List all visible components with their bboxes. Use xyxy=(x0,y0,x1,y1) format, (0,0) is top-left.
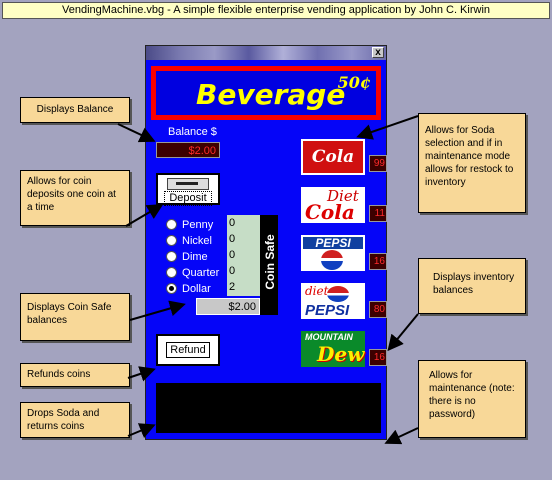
coin-safe-total: $2.00 xyxy=(196,298,260,315)
note-inventory-balances: Displays inventory balances xyxy=(418,258,526,314)
diet-pepsi-logo-top: diet xyxy=(305,284,329,298)
pepsi-logo: PEPSI xyxy=(303,237,363,249)
mountain-dew-logo-top: MOUNTAIN xyxy=(305,332,353,342)
mountain-dew-logo-bottom: Dew xyxy=(317,342,365,366)
radio-selected-icon[interactable] xyxy=(166,283,177,294)
soda-button-cola[interactable]: Cola xyxy=(301,139,365,175)
diet-cola-logo-bottom: Cola xyxy=(305,200,355,224)
inventory-diet-cola: 11 xyxy=(369,205,387,222)
coin-option-dollar[interactable]: Dollar xyxy=(166,281,226,297)
coin-label: Dollar xyxy=(182,283,211,295)
coin-safe-label: Coin Safe xyxy=(263,234,277,290)
banner-title: Beverage xyxy=(196,78,346,111)
arrow-maintenance xyxy=(384,427,419,445)
diet-pepsi-logo-bottom: PEPSI xyxy=(305,302,350,319)
deposit-button[interactable]: Deposit xyxy=(156,173,220,206)
balance-display: $2.00 xyxy=(156,142,220,158)
vending-window: x Beverage 50¢ Balance $ $2.00 Deposit P… xyxy=(145,45,387,440)
radio-icon[interactable] xyxy=(166,235,177,246)
close-button[interactable]: x xyxy=(372,47,384,58)
coin-label: Dime xyxy=(182,251,208,263)
app-caption: VendingMachine.vbg - A simple flexible e… xyxy=(2,2,550,19)
coin-option-nickel[interactable]: Nickel xyxy=(166,233,226,249)
coin-label: Nickel xyxy=(182,235,212,247)
coin-option-penny[interactable]: Penny xyxy=(166,217,226,233)
pepsi-globe-icon xyxy=(321,250,343,270)
coin-count-quarter: 0 xyxy=(229,265,236,277)
note-refunds-coins: Refunds coins xyxy=(20,363,130,387)
coin-label: Penny xyxy=(182,219,214,231)
coin-count-dollar: 2 xyxy=(229,281,236,293)
coin-safe-label-bar: Coin Safe xyxy=(260,215,278,315)
note-soda-selection: Allows for Soda selection and if in main… xyxy=(418,113,526,213)
inventory-mountain-dew: 16 xyxy=(369,349,387,366)
radio-icon[interactable] xyxy=(166,219,177,230)
soda-button-mountain-dew[interactable]: MOUNTAIN Dew xyxy=(301,331,365,367)
coin-count-dime: 0 xyxy=(229,249,236,261)
radio-icon[interactable] xyxy=(166,267,177,278)
inventory-diet-pepsi: 80 xyxy=(369,301,387,318)
inventory-cola: 99 xyxy=(369,155,387,172)
pepsi-globe-icon xyxy=(327,286,349,302)
refund-label: Refund xyxy=(166,342,210,358)
coin-safe-counts: 0 0 0 0 2 xyxy=(227,215,260,296)
note-coin-safe-balances: Displays Coin Safe balances xyxy=(20,293,130,341)
diet-cola-logo-top: Diet xyxy=(327,187,359,205)
radio-icon[interactable] xyxy=(166,251,177,262)
coin-slot-icon xyxy=(167,178,209,190)
refund-button[interactable]: Refund xyxy=(156,334,220,366)
banner-price: 50¢ xyxy=(337,73,371,92)
note-displays-balance: Displays Balance xyxy=(20,97,130,123)
note-drops-soda: Drops Soda and returns coins xyxy=(20,402,130,438)
cola-logo: Cola xyxy=(311,147,355,167)
dispenser-tray[interactable] xyxy=(156,383,381,433)
note-maintenance: Allows for maintenance (note: there is n… xyxy=(418,360,526,438)
balance-label: Balance $ xyxy=(168,126,217,138)
coin-option-dime[interactable]: Dime xyxy=(166,249,226,265)
coin-label: Quarter xyxy=(182,267,220,279)
coin-option-quarter[interactable]: Quarter xyxy=(166,265,226,281)
deposit-label: Deposit xyxy=(164,191,212,206)
note-coin-deposits: Allows for coin deposits one coin at a t… xyxy=(20,170,130,226)
soda-button-pepsi[interactable]: PEPSI xyxy=(301,235,365,271)
coin-count-penny: 0 xyxy=(229,217,236,229)
arrow-inventory xyxy=(387,313,419,352)
soda-button-diet-pepsi[interactable]: diet PEPSI xyxy=(301,283,365,319)
coin-count-nickel: 0 xyxy=(229,233,236,245)
window-titlebar[interactable]: x xyxy=(146,46,386,60)
soda-button-diet-cola[interactable]: Diet Cola xyxy=(301,187,365,223)
beverage-banner: Beverage 50¢ xyxy=(151,66,381,120)
inventory-pepsi: 16 xyxy=(369,253,387,270)
